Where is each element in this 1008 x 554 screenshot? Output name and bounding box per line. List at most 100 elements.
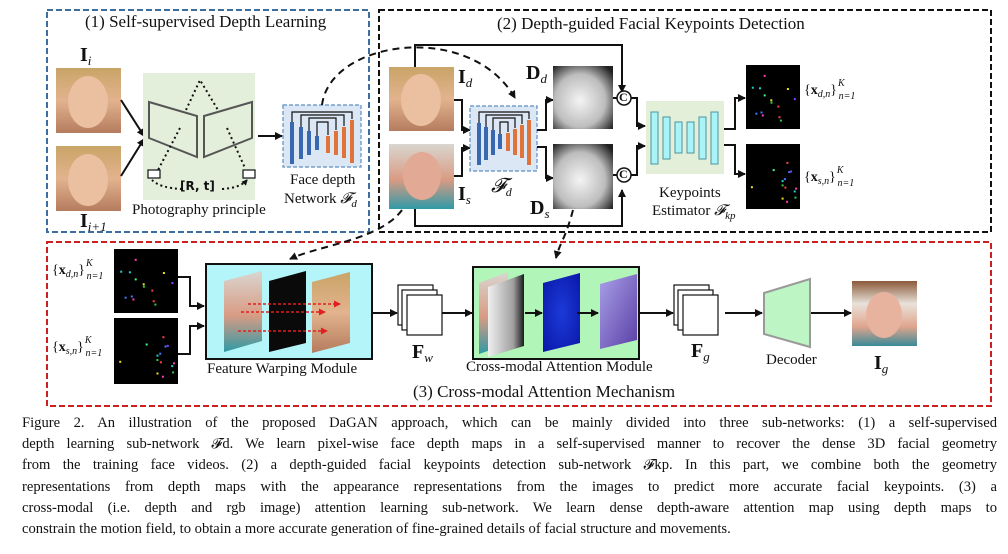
arrow-frame-i1-to-photo — [120, 138, 145, 177]
keypoint-dot — [172, 371, 175, 374]
attn-depth-image — [488, 274, 524, 357]
keypoint-dot — [794, 196, 797, 199]
source-to-warp-dashed — [289, 209, 403, 260]
keypoint-dot — [781, 184, 784, 187]
arrow-fd-to-depth-d — [537, 96, 554, 131]
kp-set-d-label: {xd,n}Kn=1 — [804, 78, 856, 102]
depth-map-s — [553, 144, 613, 209]
concat-s-label: C — [619, 167, 628, 181]
keypoint-dot — [142, 283, 145, 286]
caption-line: representations from depth maps with the… — [22, 478, 997, 495]
keypoint-dot — [142, 285, 145, 288]
camera-plane-left — [148, 100, 198, 159]
keypoint-dot — [128, 271, 131, 274]
keypoint-dot — [793, 98, 796, 101]
keypoint-dot — [171, 282, 174, 285]
keypoint-dot — [786, 161, 789, 164]
driving-face — [401, 74, 441, 126]
generated-face — [866, 292, 902, 338]
fg-feature-stack — [673, 284, 719, 336]
camera-plane-right — [203, 100, 253, 159]
s3-keypoint-dots-d — [120, 258, 174, 306]
depth-map-d — [553, 66, 613, 129]
keypoint-dot — [156, 359, 159, 361]
keypoint-dot — [132, 298, 135, 301]
keypoint-dot — [124, 296, 127, 299]
keypoint-dot — [154, 303, 157, 306]
keypoint-dot — [750, 186, 753, 189]
arrow-fd-to-depth-s — [537, 146, 554, 182]
keypoint-dot — [130, 295, 133, 298]
kp-set-s-label: {xs,n}Kn=1 — [804, 165, 855, 189]
arrow-kp-to-set-d — [724, 94, 746, 130]
figure-caption: Figure 2. An illustration of the propose… — [22, 413, 997, 540]
keypoint-dot — [786, 88, 789, 90]
keypoint-dot — [171, 365, 174, 368]
keypoint-dot — [763, 94, 766, 97]
pose-dotted-right — [221, 179, 248, 190]
keypoint-dot — [151, 289, 154, 292]
keypoint-dot — [759, 87, 761, 90]
section-3-frame — [46, 241, 992, 407]
section-2-title: (2) Depth-guided Facial Keypoints Detect… — [497, 14, 805, 33]
weight-sharing-curve — [321, 46, 516, 106]
keypoint-dot — [770, 101, 773, 104]
keypoint-dot — [784, 186, 787, 189]
decoder-label: Decoder — [766, 352, 817, 368]
face-depth-net-label-2: Network 𝓕d — [284, 191, 357, 210]
source-skip-line — [414, 189, 626, 227]
keypoint-dot — [781, 197, 784, 200]
keypoint-dot — [781, 180, 784, 183]
section-1-frame — [46, 9, 370, 233]
keypoint-map-s — [746, 144, 800, 209]
face-depth-net-label-1: Face depth — [290, 172, 356, 188]
s3-keypoint-dots-s — [119, 336, 175, 378]
keypoint-dot — [751, 86, 754, 89]
keypoint-dot — [156, 372, 159, 375]
driving-skip-line — [414, 44, 626, 93]
fd-network-box — [469, 105, 538, 172]
keypoint-dot — [173, 362, 175, 365]
depth-d-label: Dd — [526, 62, 547, 86]
frame-i1-label: Ii+1 — [80, 210, 107, 234]
source-face — [403, 152, 441, 200]
section-2-frame — [378, 9, 992, 233]
keypoint-dot — [755, 112, 758, 115]
keypoint-dots-d — [751, 74, 796, 122]
keypoint-dot — [161, 375, 164, 378]
caption-line: Figure 2. An illustration of the propose… — [22, 415, 997, 431]
keypoint-map-d — [746, 65, 800, 129]
keypoint-dot — [783, 178, 786, 181]
kp-estimator-label-2: Estimator 𝓕kp — [652, 203, 736, 222]
fd-label: 𝓕d — [491, 175, 512, 199]
keypoint-dot — [166, 344, 169, 347]
s3-keypoint-map-d — [114, 249, 178, 313]
face-depth-network-box — [282, 104, 362, 168]
s3-kp-set-s-label: {xs,n}Kn=1 — [52, 335, 103, 359]
keypoint-dot — [134, 258, 137, 261]
frame-i-label: Ii — [80, 44, 92, 68]
keypoint-dot — [119, 360, 122, 363]
keypoint-dot — [120, 270, 123, 273]
driving-label: Id — [458, 66, 473, 90]
keypoint-dot — [790, 170, 793, 173]
caption-line: constrain the motion field, to obtain a … — [22, 521, 731, 538]
keypoint-dot — [152, 300, 155, 303]
fd-network-unet — [477, 111, 531, 165]
camera-left-icon — [147, 169, 161, 179]
keypoint-dot — [778, 116, 781, 119]
projection-rays — [156, 77, 246, 173]
arrow-source-to-fd — [454, 144, 471, 177]
arrow-kp-to-set-s — [724, 144, 746, 178]
keypoint-dot — [162, 272, 165, 274]
concat-d-label: C — [619, 90, 628, 104]
keypoint-dot — [788, 171, 791, 174]
keypoint-dot — [763, 74, 766, 77]
section-3-title: (3) Cross-modal Attention Mechanism — [413, 382, 676, 401]
pose-label: [R, t] — [180, 179, 215, 193]
keypoint-dot — [145, 343, 148, 346]
attention-map — [543, 273, 580, 352]
fw-label: Fw — [412, 341, 433, 365]
keypoint-dot — [779, 119, 782, 122]
